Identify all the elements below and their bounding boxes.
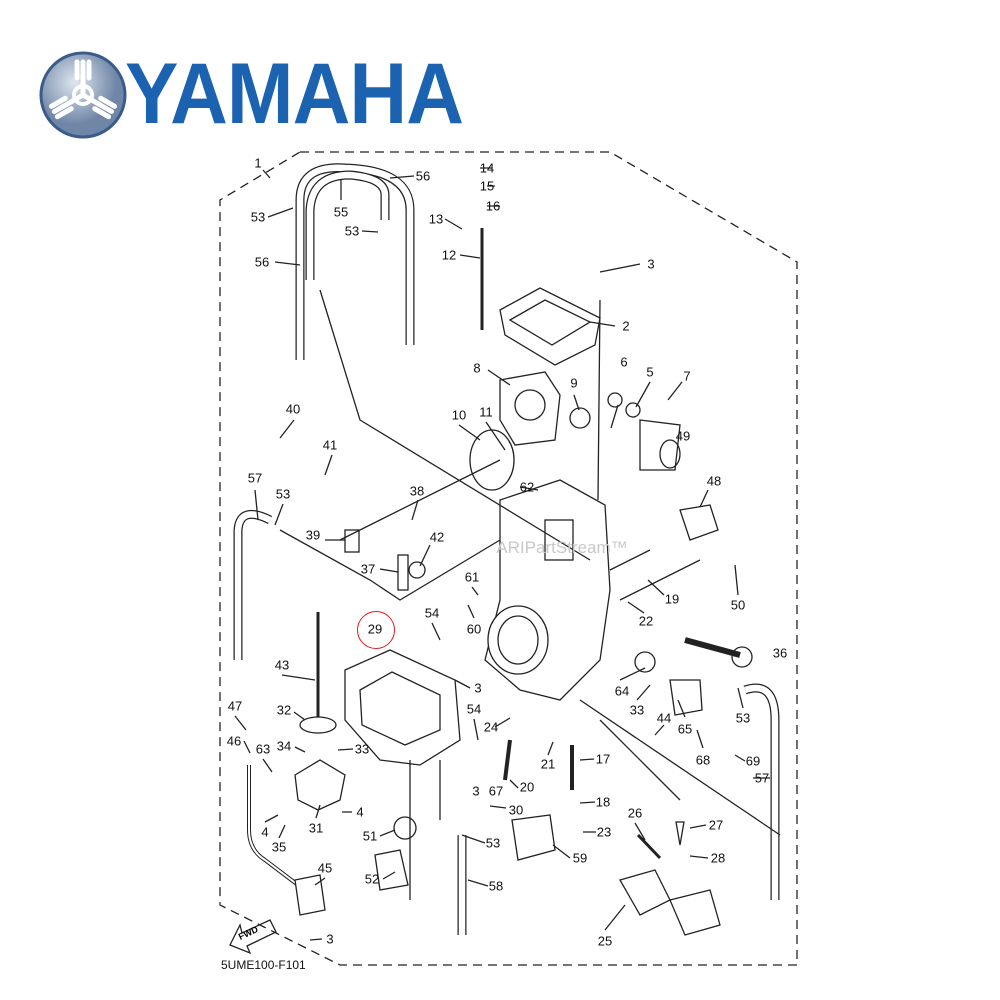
- callout-label[interactable]: 46: [226, 733, 242, 749]
- callout-label[interactable]: 68: [695, 752, 711, 768]
- callout-label[interactable]: 57: [247, 470, 263, 486]
- callout-label[interactable]: 26: [627, 805, 643, 821]
- callout-label[interactable]: 42: [429, 529, 445, 545]
- callout-label[interactable]: 55: [333, 204, 349, 220]
- callout-label[interactable]: 57: [754, 770, 770, 786]
- callout-label[interactable]: 21: [540, 756, 556, 772]
- callout-label[interactable]: 61: [464, 569, 480, 585]
- callout-label[interactable]: 53: [735, 710, 751, 726]
- callout-label[interactable]: 34: [276, 738, 292, 754]
- callout-label[interactable]: 18: [595, 794, 611, 810]
- callout-label[interactable]: 16: [485, 198, 501, 214]
- callout-label[interactable]: 14: [479, 160, 495, 176]
- diagram-code: 5UME100-F101: [221, 958, 306, 972]
- callout-label[interactable]: 22: [638, 613, 654, 629]
- callout-label[interactable]: 43: [274, 657, 290, 673]
- callout-label[interactable]: 41: [322, 437, 338, 453]
- callout-label[interactable]: 1: [254, 155, 262, 171]
- callout-label[interactable]: 3: [472, 783, 480, 799]
- callout-label[interactable]: 53: [275, 486, 291, 502]
- assembly-outline: [219, 151, 798, 966]
- watermark: ARIPartStream™: [496, 538, 628, 557]
- callout-label[interactable]: 63: [255, 741, 271, 757]
- callout-label[interactable]: 5: [646, 364, 654, 380]
- callout-label[interactable]: 24: [483, 719, 499, 735]
- callout-label[interactable]: 23: [596, 824, 612, 840]
- callout-label[interactable]: 56: [415, 168, 431, 184]
- callout-label[interactable]: 49: [675, 428, 691, 444]
- callout-label[interactable]: 37: [360, 561, 376, 577]
- callout-label[interactable]: 9: [570, 375, 578, 391]
- callout-label[interactable]: 31: [308, 820, 324, 836]
- callout-label[interactable]: 12: [441, 247, 457, 263]
- callout-label[interactable]: 20: [519, 779, 535, 795]
- callout-label[interactable]: 11: [479, 404, 493, 420]
- callout-label[interactable]: 65: [677, 721, 693, 737]
- top-cover: [499, 287, 601, 366]
- callout-label[interactable]: 4: [356, 804, 364, 820]
- callout-label[interactable]: 30: [508, 802, 524, 818]
- callout-label[interactable]: 7: [683, 368, 691, 384]
- drain-hose-left: [233, 509, 273, 660]
- callout-label[interactable]: 51: [362, 828, 378, 844]
- callout-label[interactable]: 3: [474, 680, 482, 696]
- callout-label[interactable]: 4: [261, 824, 269, 840]
- fwd-arrow: [229, 919, 277, 955]
- callout-label[interactable]: 53: [485, 835, 501, 851]
- callout-label[interactable]: 32: [276, 702, 292, 718]
- callout-label[interactable]: 28: [710, 850, 726, 866]
- callout-label[interactable]: 64: [614, 683, 630, 699]
- callout-label[interactable]: 25: [597, 933, 613, 949]
- callout-label[interactable]: 53: [344, 223, 360, 239]
- yamaha-logo: [38, 50, 438, 140]
- callout-label[interactable]: 8: [473, 360, 481, 376]
- callout-label[interactable]: 60: [466, 621, 482, 637]
- callout-label[interactable]: 56: [254, 254, 270, 270]
- callout-label[interactable]: 17: [595, 751, 611, 767]
- highlight-ring: [357, 611, 395, 649]
- callout-label[interactable]: 40: [285, 401, 301, 417]
- callout-label[interactable]: 19: [664, 591, 680, 607]
- float-bowl: [344, 649, 461, 766]
- callout-label[interactable]: 3: [647, 256, 655, 272]
- callout-label[interactable]: 45: [317, 860, 333, 876]
- callout-label[interactable]: 54: [466, 701, 482, 717]
- callout-label[interactable]: 35: [271, 839, 287, 855]
- callout-label[interactable]: 62: [519, 479, 535, 495]
- callout-label[interactable]: 33: [354, 741, 370, 757]
- callout-label[interactable]: 50: [730, 597, 746, 613]
- callout-label[interactable]: 15: [479, 178, 495, 194]
- callout-label[interactable]: 67: [488, 783, 504, 799]
- callout-label[interactable]: 36: [772, 645, 788, 661]
- callout-label[interactable]: 2: [622, 318, 630, 334]
- callout-label[interactable]: 6: [620, 354, 628, 370]
- callout-label[interactable]: 69: [745, 753, 761, 769]
- callout-label[interactable]: 3: [326, 931, 334, 947]
- brand-name: YAMAHA: [125, 46, 464, 142]
- callout-label[interactable]: 48: [706, 473, 722, 489]
- callout-label[interactable]: 38: [409, 483, 425, 499]
- callout-label[interactable]: 44: [656, 710, 672, 726]
- callout-label[interactable]: 58: [488, 878, 504, 894]
- callout-label[interactable]: 33: [629, 702, 645, 718]
- callout-label[interactable]: 54: [424, 605, 440, 621]
- callout-label[interactable]: 27: [708, 817, 724, 833]
- callout-label[interactable]: 39: [305, 527, 321, 543]
- callout-label[interactable]: 13: [428, 211, 444, 227]
- callout-label[interactable]: 59: [572, 850, 588, 866]
- callout-label[interactable]: 47: [227, 698, 243, 714]
- callout-label[interactable]: 52: [364, 871, 380, 887]
- callout-label[interactable]: 53: [250, 209, 266, 225]
- tuning-forks-emblem-icon: [39, 51, 127, 139]
- callout-label[interactable]: 10: [451, 407, 467, 423]
